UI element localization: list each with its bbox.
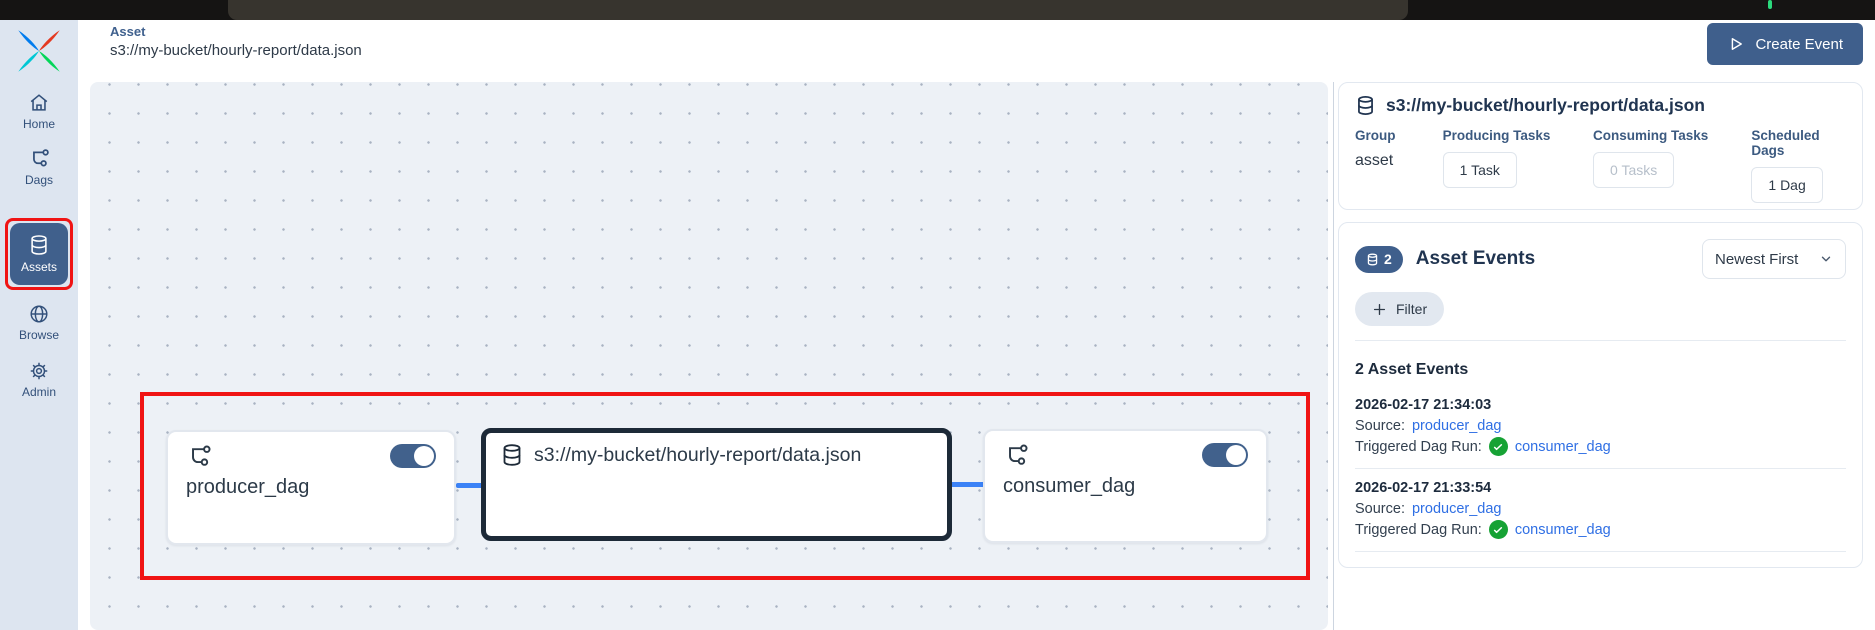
event-source-label: Source: <box>1355 418 1405 434</box>
event-run-link[interactable]: consumer_dag <box>1514 521 1611 538</box>
browser-tab[interactable] <box>228 0 1408 20</box>
stat-group: Group asset <box>1355 128 1443 203</box>
event-run-label: Triggered Dag Run: <box>1355 438 1482 455</box>
stat-header: Scheduled Dags <box>1751 128 1820 158</box>
consuming-tasks-chip: 0 Tasks <box>1593 152 1675 188</box>
badge-count: 2 <box>1384 251 1392 267</box>
producing-tasks-chip[interactable]: 1 Task <box>1442 152 1517 188</box>
sidebar-item-label: Assets <box>20 260 57 274</box>
producer-dag-node[interactable]: producer_dag <box>166 430 456 545</box>
page-header: Asset s3://my-bucket/hourly-report/data.… <box>78 20 1875 78</box>
edge-producer-to-asset <box>456 483 483 488</box>
sidebar: Home Dags Assets Browse Admin <box>0 20 78 630</box>
success-check-icon <box>1488 437 1508 456</box>
globe-icon <box>0 303 78 325</box>
success-check-icon <box>1488 520 1508 539</box>
graph-annotation-rect <box>140 392 1310 580</box>
stat-producing-tasks: Producing Tasks 1 Task <box>1442 128 1593 203</box>
sidebar-item-home[interactable]: Home <box>0 92 78 131</box>
sidebar-item-dags[interactable]: Dags <box>0 148 78 187</box>
consumer-dag-pause-toggle[interactable] <box>1202 443 1248 467</box>
event-timestamp: 2026-02-17 21:33:54 <box>1355 480 1492 496</box>
consumer-dag-node[interactable]: consumer_dag <box>983 429 1268 543</box>
sidebar-item-label: Home <box>22 117 55 131</box>
filter-button[interactable]: Filter <box>1355 292 1445 326</box>
dag-icon <box>186 444 212 470</box>
asset-event-item: 2026-02-17 21:33:54 Source: producer_dag… <box>1355 480 1846 552</box>
events-count-heading: 2 Asset Events <box>1355 361 1469 378</box>
stat-scheduled-dags: Scheduled Dags 1 Dag <box>1751 128 1846 203</box>
stat-header: Producing Tasks <box>1442 128 1551 143</box>
dag-icon <box>1003 443 1029 469</box>
sidebar-item-browse[interactable]: Browse <box>0 303 78 342</box>
chevron-down-icon <box>1819 252 1833 266</box>
asset-info-card: s3://my-bucket/hourly-report/data.json G… <box>1338 82 1863 210</box>
consumer-dag-label[interactable]: consumer_dag <box>1003 475 1136 497</box>
toggle-knob <box>414 446 434 466</box>
database-icon <box>28 234 50 256</box>
breadcrumb[interactable]: Asset <box>110 24 146 39</box>
airflow-logo-icon[interactable] <box>16 28 62 74</box>
scheduled-dags-chip[interactable]: 1 Dag <box>1751 167 1823 203</box>
database-icon <box>500 443 524 467</box>
sidebar-item-assets[interactable]: Assets <box>10 223 68 285</box>
filter-label: Filter <box>1396 301 1428 317</box>
toggle-knob <box>1226 445 1246 465</box>
panel-asset-title: s3://my-bucket/hourly-report/data.json <box>1386 95 1705 115</box>
producer-dag-pause-toggle[interactable] <box>390 444 436 468</box>
event-source-label: Source: <box>1355 501 1405 517</box>
event-source-link[interactable]: producer_dag <box>1411 501 1502 517</box>
asset-events-card: 2 Asset Events Newest First Filter 2 Ass… <box>1338 222 1863 568</box>
home-icon <box>0 92 78 114</box>
edge-asset-to-consumer <box>950 482 985 487</box>
dag-icon <box>0 148 78 170</box>
stat-consuming-tasks: Consuming Tasks 0 Tasks <box>1593 128 1751 203</box>
producer-dag-label[interactable]: producer_dag <box>186 476 310 498</box>
event-source-link[interactable]: producer_dag <box>1411 418 1502 434</box>
event-timestamp: 2026-02-17 21:34:03 <box>1355 397 1492 413</box>
database-icon <box>1366 253 1379 266</box>
asset-node[interactable]: s3://my-bucket/hourly-report/data.json <box>481 428 952 541</box>
event-run-label: Triggered Dag Run: <box>1355 521 1482 538</box>
asset-detail-panel: s3://my-bucket/hourly-report/data.json G… <box>1333 82 1875 630</box>
event-run-link[interactable]: consumer_dag <box>1514 438 1611 455</box>
divider <box>1355 340 1846 341</box>
sidebar-item-label: Dags <box>24 173 53 187</box>
database-icon <box>1355 95 1376 116</box>
sidebar-item-admin[interactable]: Admin <box>0 360 78 399</box>
asset-event-item: 2026-02-17 21:34:03 Source: producer_dag… <box>1355 397 1846 469</box>
gear-icon <box>0 360 78 382</box>
page-title: s3://my-bucket/hourly-report/data.json <box>110 42 362 59</box>
asset-stats-row: Group asset Producing Tasks 1 Task Consu… <box>1355 128 1846 203</box>
sort-order-value: Newest First <box>1715 250 1799 268</box>
events-section-title: Asset Events <box>1415 248 1536 269</box>
plus-icon <box>1372 302 1387 317</box>
asset-graph-canvas[interactable]: producer_dag s3://my-bucket/hourly-repor… <box>90 82 1328 630</box>
stat-header: Group <box>1355 128 1396 143</box>
sidebar-item-label: Browse <box>18 328 59 342</box>
events-count-badge: 2 <box>1355 245 1403 273</box>
play-icon <box>1727 35 1745 53</box>
stat-value: asset <box>1355 152 1394 169</box>
browser-top-bar <box>0 0 1875 20</box>
sidebar-item-label: Admin <box>21 385 56 399</box>
sort-order-select[interactable]: Newest First <box>1702 239 1846 279</box>
green-tick-marker <box>1768 0 1772 9</box>
assets-selection-annotation: Assets <box>5 218 73 290</box>
create-event-button[interactable]: Create Event <box>1707 23 1863 65</box>
asset-node-label: s3://my-bucket/hourly-report/data.json <box>534 443 862 466</box>
create-event-label: Create Event <box>1755 35 1843 53</box>
stat-header: Consuming Tasks <box>1593 128 1709 143</box>
